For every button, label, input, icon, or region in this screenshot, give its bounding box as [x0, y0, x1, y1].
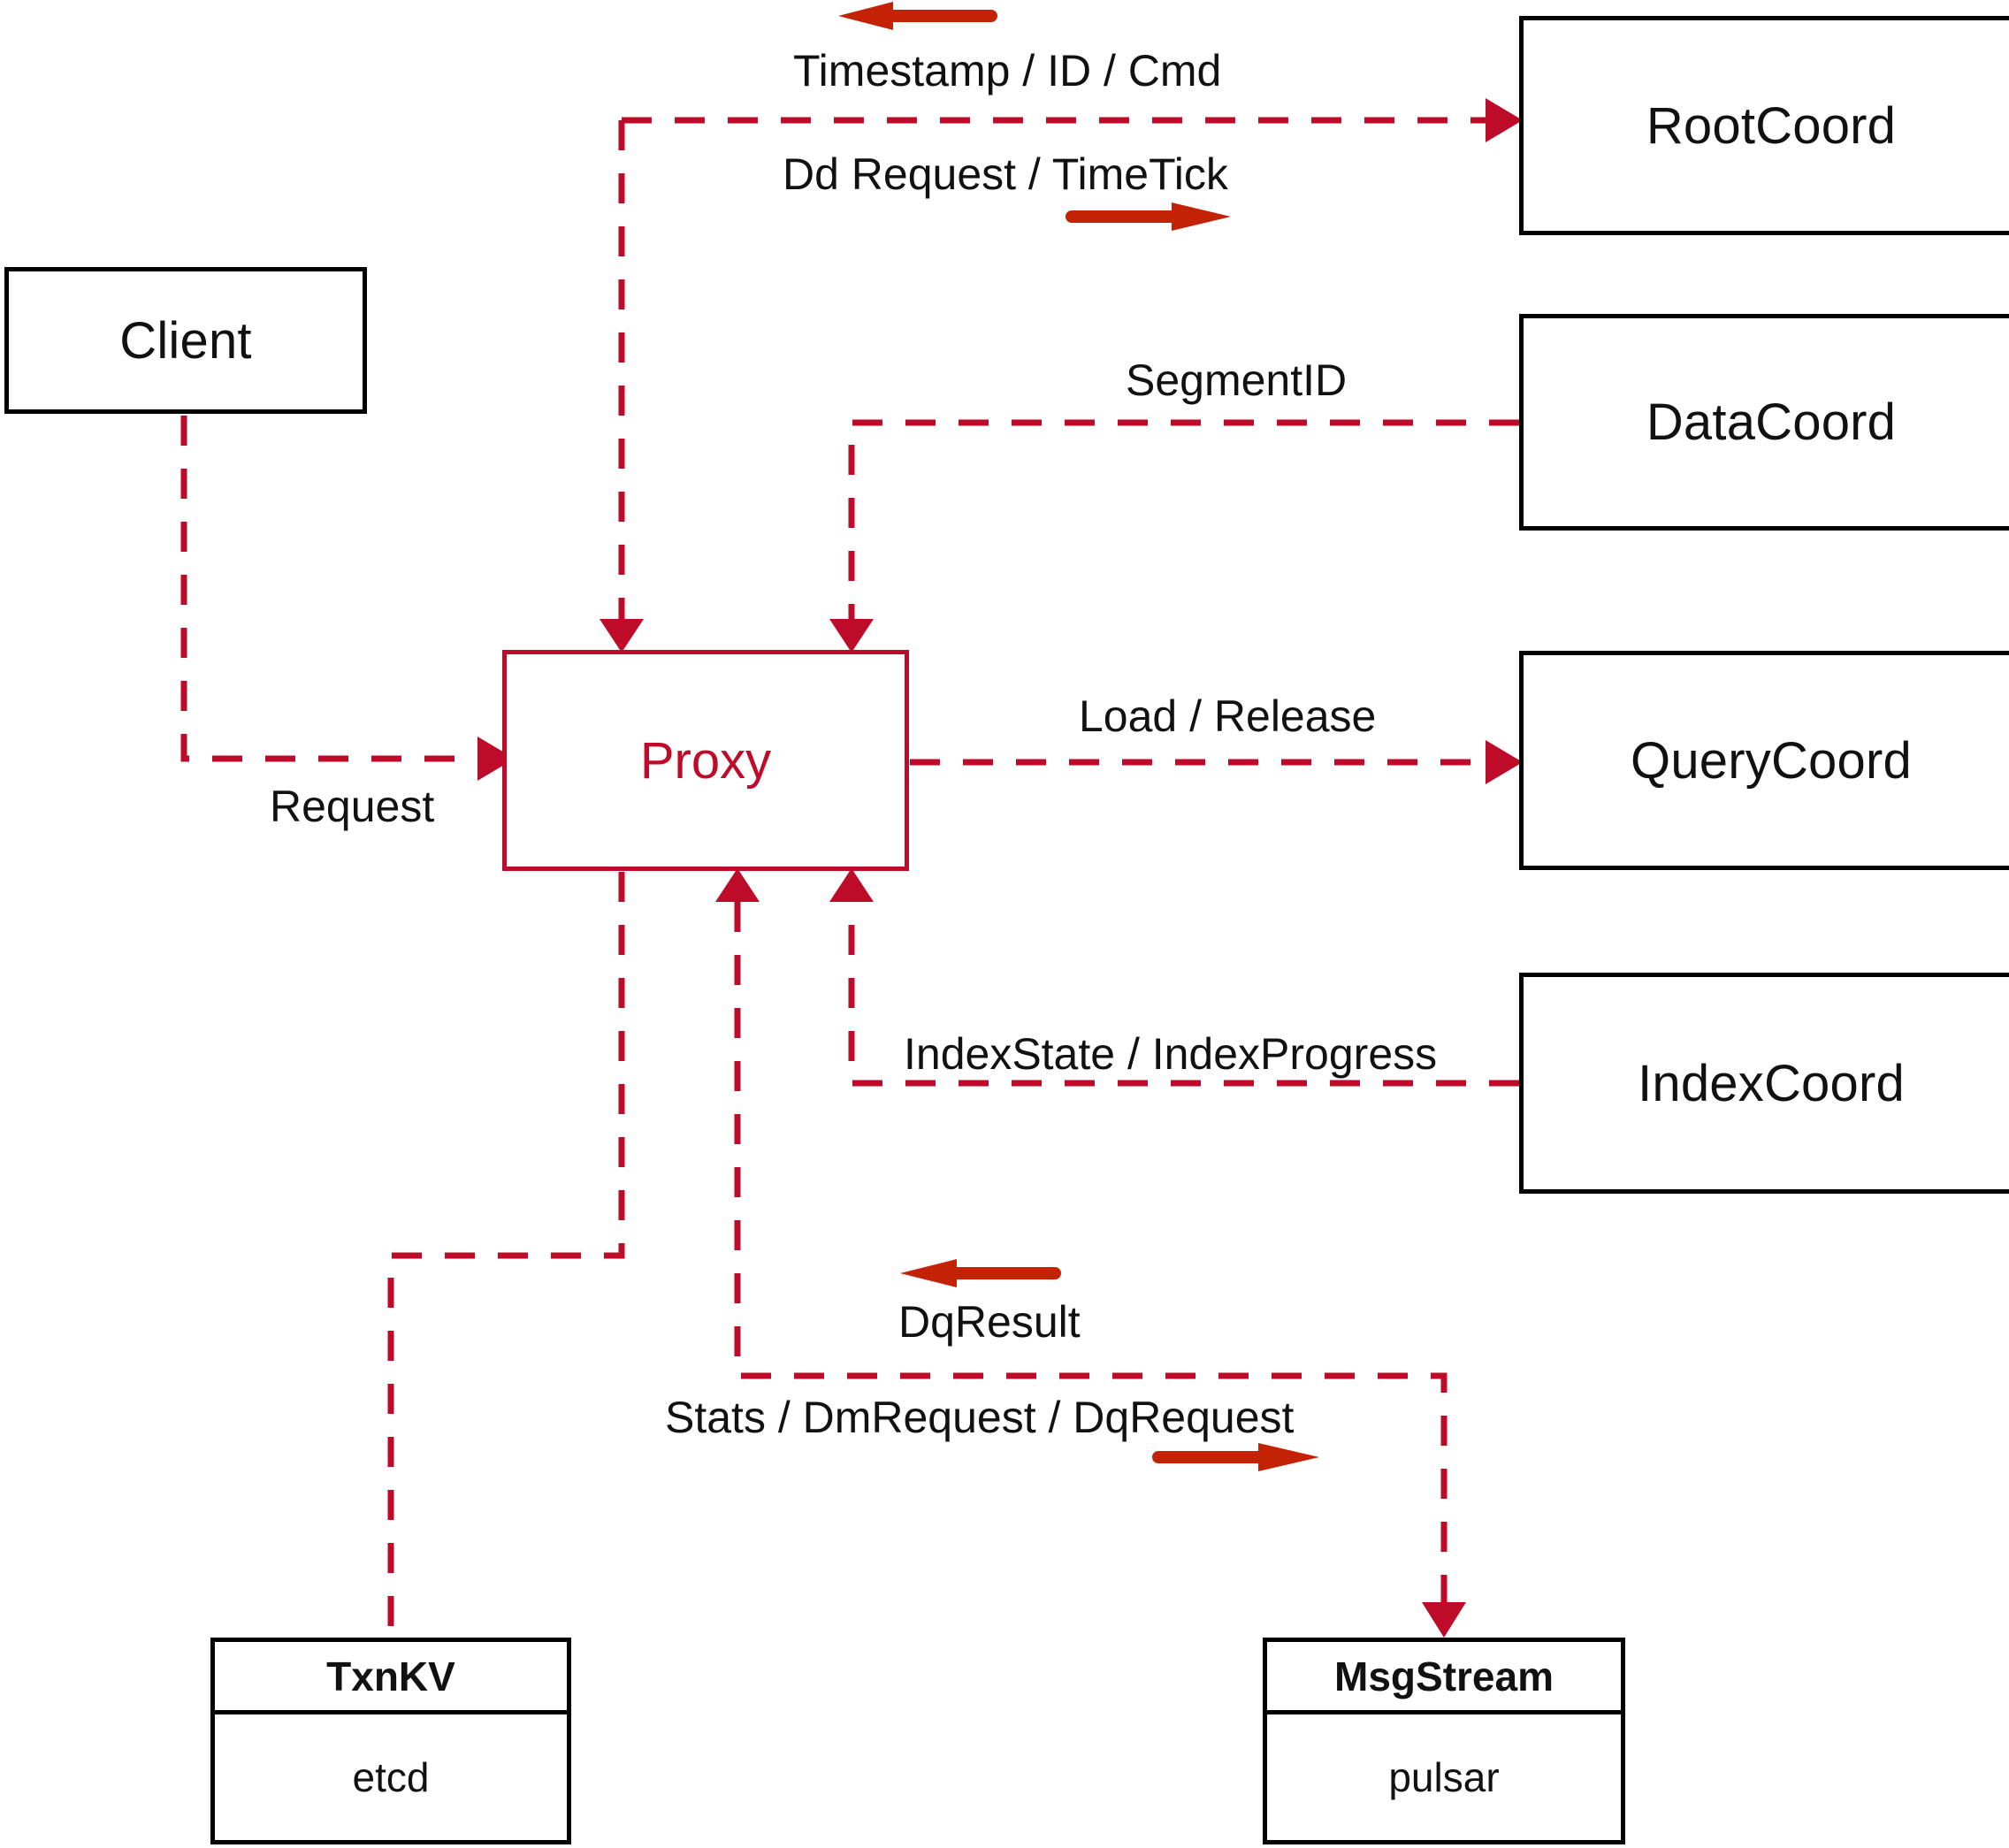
direction-arrow-timestamp: [838, 2, 997, 30]
edge-label-request: Request: [270, 782, 435, 831]
arrowhead-into-proxy-left: [477, 737, 515, 781]
direction-arrow-dqresult: [900, 1259, 1061, 1287]
node-client-label: Client: [119, 311, 252, 370]
edge-label-timestamp-id-cmd: Timestamp / ID / Cmd: [793, 46, 1222, 95]
edge-indexcoord-to-proxy: [848, 902, 1519, 1087]
edge-datacoord-to-proxy: [848, 419, 1519, 619]
node-indexcoord[interactable]: IndexCoord: [1519, 973, 2009, 1194]
edge-proxy-to-txnkv: [387, 872, 625, 1636]
edge-label-dd-request-timetick: Dd Request / TimeTick: [783, 149, 1228, 199]
node-proxy-label: Proxy: [639, 731, 772, 790]
edge-label-indexstate-indexprogress: IndexState / IndexProgress: [904, 1029, 1438, 1079]
edge-label-segmentid: SegmentID: [1126, 355, 1348, 405]
direction-arrow-dd-request: [1066, 202, 1231, 231]
node-datacoord-label: DataCoord: [1646, 393, 1897, 451]
node-rootcoord[interactable]: RootCoord: [1519, 16, 2009, 235]
node-txnkv[interactable]: TxnKV etcd: [210, 1638, 571, 1844]
arrowhead-into-proxy-bottom-dq: [715, 868, 760, 902]
arrowhead-into-proxy-bottom-index: [829, 868, 874, 902]
direction-arrow-stats: [1152, 1443, 1319, 1471]
arrowhead-into-querycoord: [1486, 740, 1523, 784]
edge-label-stats-dmrequest-dqrequest: Stats / DmRequest / DqRequest: [665, 1393, 1295, 1442]
node-indexcoord-label: IndexCoord: [1638, 1054, 1905, 1112]
arrowhead-into-rootcoord: [1486, 98, 1523, 142]
edge-label-load-release: Load / Release: [1079, 691, 1377, 741]
node-client[interactable]: Client: [4, 267, 367, 414]
node-txnkv-impl: etcd: [352, 1754, 430, 1800]
node-querycoord-label: QueryCoord: [1631, 731, 1912, 790]
node-querycoord[interactable]: QueryCoord: [1519, 651, 2009, 870]
node-proxy[interactable]: Proxy: [502, 650, 909, 871]
direction-arrow-group: [838, 2, 1319, 1471]
node-datacoord[interactable]: DataCoord: [1519, 314, 2009, 531]
edge-client-to-proxy: [180, 416, 477, 762]
arrowhead-into-msgstream: [1422, 1602, 1466, 1638]
edge-proxy-msgstream: [734, 902, 1448, 1602]
node-msgstream-impl: pulsar: [1388, 1754, 1500, 1800]
edge-label-dqresult: DqResult: [898, 1297, 1081, 1347]
arrowhead-into-proxy-top-left: [600, 619, 644, 653]
node-rootcoord-label: RootCoord: [1646, 96, 1897, 155]
node-txnkv-title: TxnKV: [215, 1642, 567, 1714]
node-msgstream-title: MsgStream: [1267, 1642, 1621, 1714]
arrowhead-into-proxy-top-right: [829, 619, 874, 653]
node-msgstream[interactable]: MsgStream pulsar: [1263, 1638, 1625, 1844]
